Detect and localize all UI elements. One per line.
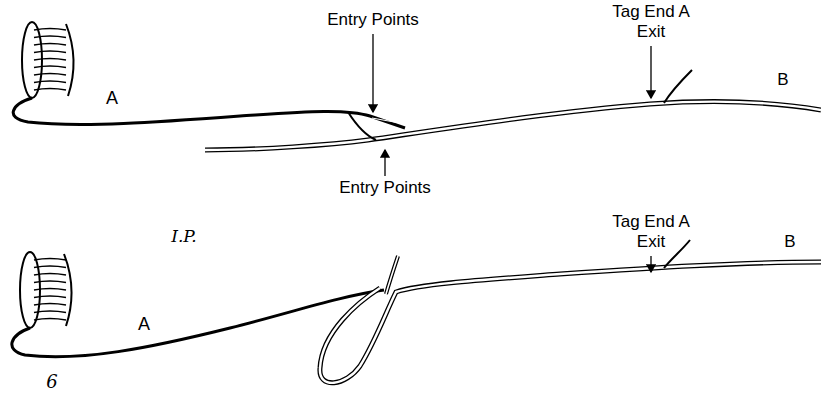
coil-winding: [34, 304, 66, 306]
page-number: 6: [46, 372, 57, 392]
tag-end: [664, 70, 692, 103]
leader-arrow: [650, 46, 651, 98]
line-a: [13, 98, 405, 128]
coil-winding: [34, 66, 66, 68]
coil-winding: [34, 59, 66, 61]
leader-arrow: [372, 34, 373, 112]
coil-winding: [34, 289, 66, 291]
coil-winding: [34, 74, 66, 76]
callout-label: Entry Points: [327, 10, 419, 30]
coil-winding: [34, 319, 66, 321]
callout-label: Tag End A Exit: [605, 2, 697, 42]
leader-arrow: [384, 150, 385, 176]
coil-winding: [34, 36, 66, 38]
coil-winding: [34, 311, 66, 313]
coil-winding: [34, 81, 66, 83]
coil-winding: [34, 266, 66, 268]
line-a: [12, 290, 384, 357]
coil-winding: [34, 281, 66, 283]
part-letter: B: [784, 232, 795, 252]
spool: [22, 22, 74, 98]
line-b: [205, 102, 821, 150]
coil-winding: [34, 259, 66, 261]
coil-winding: [34, 89, 66, 91]
line-a-tag: [372, 118, 405, 124]
part-letter: A: [106, 88, 118, 108]
tag-end: [664, 240, 690, 268]
coil-winding: [34, 44, 66, 46]
callout-label: Tag End A Exit: [605, 212, 697, 252]
coil-winding: [34, 274, 66, 276]
spool: [20, 252, 72, 328]
coil-winding: [34, 296, 66, 298]
part-letter: B: [777, 70, 788, 90]
callout-label: Entry Points: [339, 178, 431, 198]
coil-winding: [34, 51, 66, 53]
leader-arrow: [650, 256, 651, 272]
coil-winding: [34, 29, 66, 31]
line-b-loop: [320, 256, 821, 383]
part-letter: A: [138, 314, 150, 334]
note-label: I.P.: [171, 226, 197, 246]
